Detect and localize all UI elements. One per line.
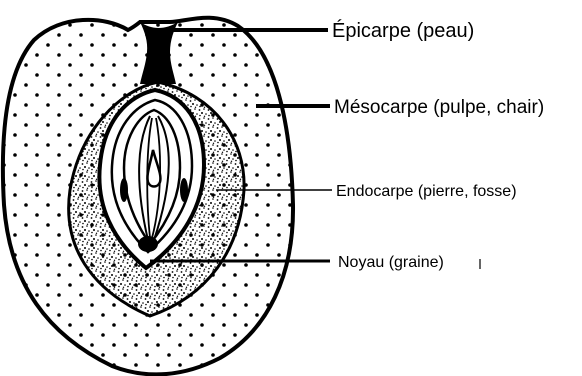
label-epicarpe: Épicarpe (peau) [332,19,474,42]
seed-hilum [138,236,158,252]
seed-side-dark-left [120,178,128,202]
label-endocarpe: Endocarpe (pierre, fosse) [336,183,517,200]
seed-side-dark-right [180,178,188,202]
label-mesocarpe: Mésocarpe (pulpe, chair) [334,97,544,118]
label-noyau: Noyau (graine) [338,254,444,271]
